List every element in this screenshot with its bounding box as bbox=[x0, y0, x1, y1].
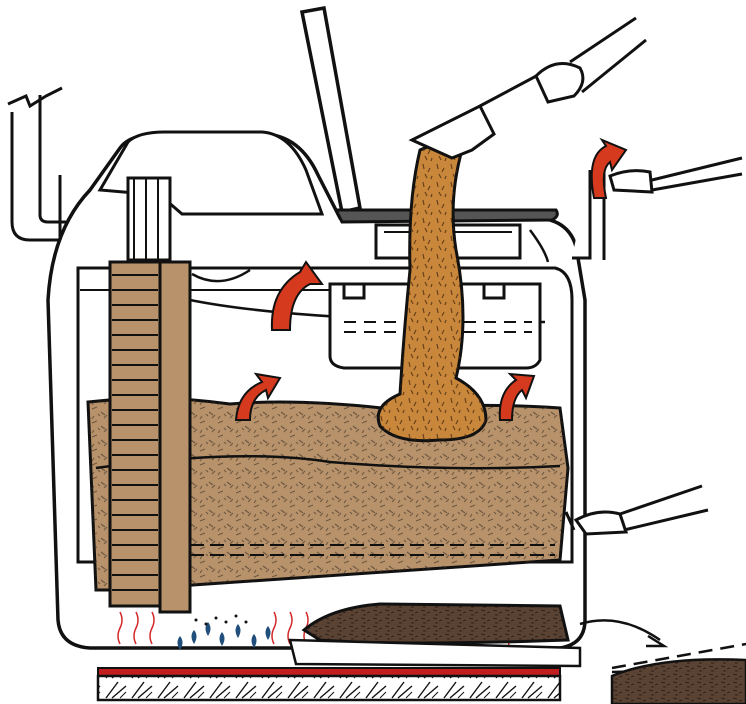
hand-drawer-pull-icon bbox=[566, 486, 708, 534]
floor-base bbox=[98, 676, 560, 700]
finished-compost-drawer bbox=[290, 604, 580, 666]
external-compost-pile bbox=[612, 659, 746, 704]
hand-scoop-icon bbox=[412, 18, 646, 158]
